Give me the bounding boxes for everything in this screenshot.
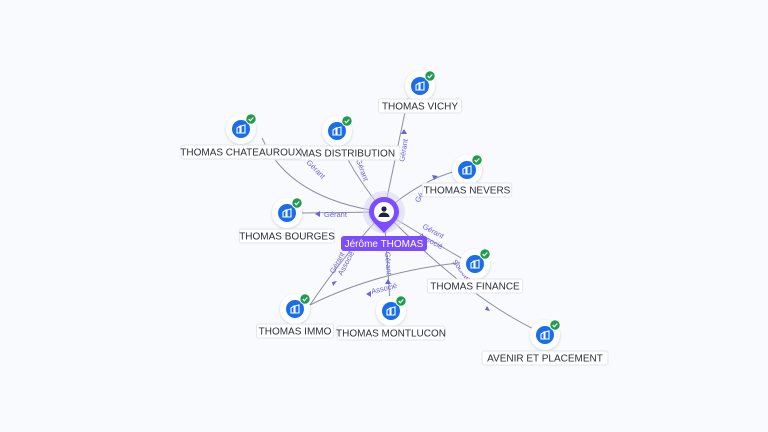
edge-label-thomas-montlucon: Gérant: [383, 252, 394, 276]
company-building-icon: [290, 304, 300, 314]
company-building-icon: [386, 306, 396, 316]
company-node-thomas-distribution[interactable]: THOMAS DISTRIBUTION: [273, 115, 401, 161]
company-label-thomas-chateauroux: THOMAS CHATEAUROUX: [180, 148, 302, 159]
company-label-thomas-finance: THOMAS FINANCE: [430, 282, 520, 293]
company-building-icon: [282, 208, 292, 218]
company-node-thomas-finance[interactable]: THOMAS FINANCE: [426, 248, 524, 294]
company-node-thomas-chateauroux[interactable]: THOMAS CHATEAUROUX: [180, 113, 302, 160]
edge-label-thomas-bourges: Gérant: [324, 210, 348, 219]
company-node-avenir-et-placement[interactable]: AVENIR ET PLACEMENT: [481, 319, 609, 366]
company-building-icon: [236, 124, 246, 134]
company-label-thomas-distribution: THOMAS DISTRIBUTION: [279, 149, 395, 160]
verified-check-icon: [424, 70, 436, 82]
company-label-thomas-nevers: THOMAS NEVERS: [424, 186, 511, 197]
arrow-avenir-et-placement: [485, 306, 490, 311]
company-building-icon: [462, 165, 472, 175]
arrow-thomas-montlucon: [385, 279, 391, 284]
verified-check-icon: [549, 319, 561, 331]
company-label-bg: [180, 144, 302, 160]
person-name: Jérôme THOMAS: [345, 239, 424, 250]
company-node-thomas-montlucon[interactable]: THOMAS MONTLUCON: [336, 295, 446, 341]
company-building-icon: [540, 330, 550, 340]
verified-check-icon: [479, 248, 491, 260]
verified-check-icon: [395, 295, 407, 307]
person-node[interactable]: Jérôme THOMAS: [341, 191, 427, 251]
verified-check-icon: [299, 293, 311, 305]
arrow-thomas-nevers: [432, 175, 438, 180]
company-building-icon: [470, 259, 480, 269]
verified-check-icon: [291, 197, 303, 209]
company-node-thomas-immo[interactable]: THOMAS IMMO: [255, 293, 335, 339]
company-label-thomas-montlucon: THOMAS MONTLUCON: [336, 329, 446, 340]
company-label-bg: [481, 350, 609, 366]
arrow-thomas-immo: [332, 281, 337, 286]
arrow-thomas-bourges: [315, 211, 320, 217]
company-label-avenir-et-placement: AVENIR ET PLACEMENT: [487, 354, 603, 365]
company-label-thomas-vichy: THOMAS VICHY: [382, 102, 458, 113]
company-label-bg: [421, 182, 513, 198]
edge-label-thomas-chateauroux: Gérant: [305, 158, 328, 181]
company-node-thomas-bourges[interactable]: THOMAS BOURGES: [238, 197, 336, 244]
company-building-icon: [415, 81, 425, 91]
edge-finance-immo: [309, 261, 469, 306]
company-label-bg: [238, 228, 336, 244]
company-node-thomas-nevers[interactable]: THOMAS NEVERS: [421, 154, 513, 198]
verified-check-icon: [341, 115, 353, 127]
verified-check-icon: [245, 113, 257, 125]
arrow-thomas-vichy: [401, 129, 407, 134]
verified-check-icon: [471, 154, 483, 166]
arrow-finance-immo: [366, 291, 371, 297]
company-node-thomas-vichy[interactable]: THOMAS VICHY: [377, 70, 463, 114]
person-icon: [378, 206, 390, 217]
company-label-thomas-immo: THOMAS IMMO: [259, 327, 332, 338]
company-label-bg: [426, 278, 524, 294]
company-label-bg: [336, 325, 446, 341]
edge-label-finance-immo: Associé: [370, 281, 398, 296]
company-label-bg: [377, 98, 463, 114]
edge-label-thomas-distribution: Gérant: [354, 158, 371, 183]
company-label-bg: [255, 323, 335, 339]
company-building-icon: [332, 126, 342, 136]
company-label-thomas-bourges: THOMAS BOURGES: [239, 232, 335, 243]
